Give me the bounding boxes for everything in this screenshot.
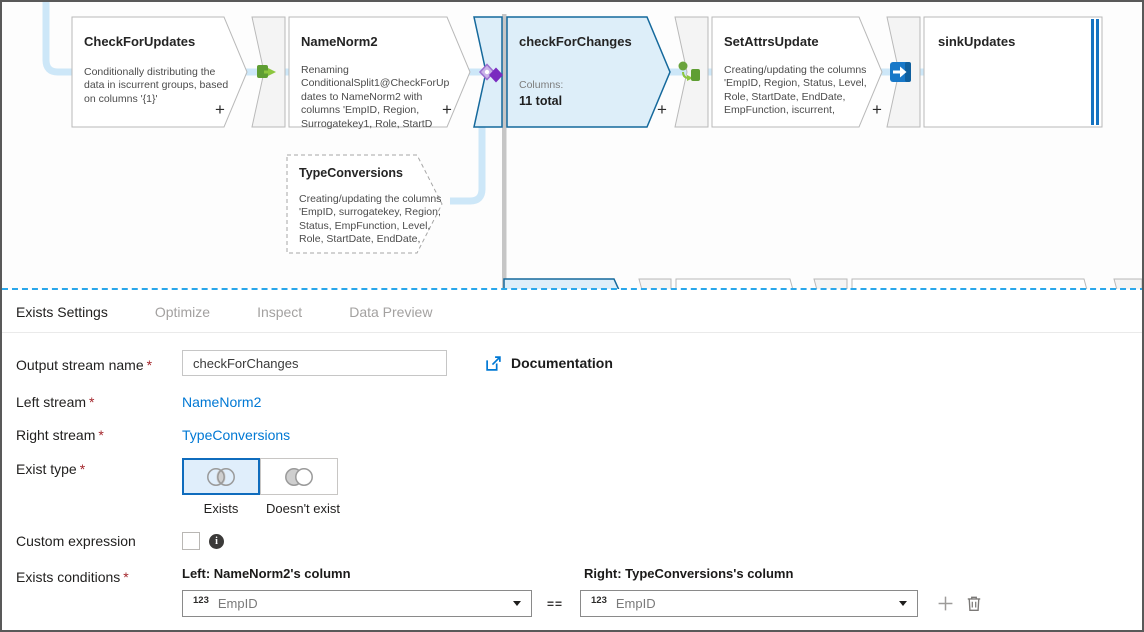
- dataflow-canvas[interactable]: CheckForUpdates Conditionally distributi…: [2, 2, 1142, 289]
- custom-expression-label: Custom expression: [16, 533, 136, 549]
- plus-icon: [938, 596, 953, 611]
- trash-icon: [967, 596, 981, 611]
- right-column-value: EmpID: [615, 596, 656, 611]
- numeric-type-badge: 123: [193, 595, 209, 606]
- node-setattrsupdate-shape[interactable]: [711, 16, 883, 128]
- left-column-header: Left: NameNorm2's column: [182, 566, 351, 581]
- select-transformation-icon: [257, 65, 276, 78]
- add-condition-button[interactable]: [937, 595, 954, 612]
- sink-end-bar: [1096, 19, 1099, 125]
- required-marker: *: [79, 461, 86, 477]
- exists-option-label: Exists: [203, 501, 239, 516]
- partial-node[interactable]: [675, 278, 794, 289]
- add-transformation-button[interactable]: +: [215, 100, 225, 119]
- exist-type-option-labels: Exists Doesn't exist: [182, 501, 346, 516]
- chevron-down-icon: [513, 601, 521, 606]
- settings-form: Output stream name* Documentation Left s…: [2, 333, 1142, 617]
- venn-intersection-icon: [207, 467, 235, 486]
- exist-type-label: Exist type*: [16, 461, 86, 477]
- graph-shapes: [42, 2, 1142, 289]
- sink-transformation-icon: [890, 62, 911, 82]
- left-column-dropdown[interactable]: 123 EmpID: [182, 590, 532, 617]
- tab-exists-settings[interactable]: Exists Settings: [16, 303, 108, 320]
- exists-transformation-icon: [478, 63, 503, 83]
- left-stream-label: Left stream*: [16, 394, 95, 410]
- sink-end-bar: [1091, 19, 1094, 125]
- node-namenorm2-shape[interactable]: [288, 16, 471, 128]
- info-icon[interactable]: i: [209, 533, 224, 549]
- tab-data-preview[interactable]: Data Preview: [349, 303, 433, 320]
- connector-typeconversions-stream: [450, 124, 486, 205]
- settings-panel: Exists Settings Optimize Inspect Data Pr…: [2, 291, 1142, 630]
- documentation-label: Documentation: [511, 355, 613, 371]
- partial-icon-tile[interactable]: [813, 278, 848, 289]
- chevron-down-icon: [899, 601, 908, 606]
- left-column-value: EmpID: [217, 596, 258, 611]
- partial-icon-tile[interactable]: [638, 278, 672, 289]
- condition-row: 123 EmpID == 123 EmpID: [182, 590, 982, 617]
- left-stream-link[interactable]: NameNorm2: [182, 394, 262, 410]
- doesnt-exist-option-button[interactable]: [260, 458, 338, 495]
- required-marker: *: [98, 427, 104, 443]
- external-link-icon: [486, 355, 501, 371]
- node-checkforchanges-shape[interactable]: [506, 16, 671, 128]
- venn-left-only-icon: [285, 467, 313, 486]
- condition-headers: Left: NameNorm2's column Right: TypeConv…: [182, 566, 982, 581]
- required-marker: *: [146, 356, 153, 373]
- documentation-link[interactable]: Documentation: [485, 355, 613, 372]
- partial-node-selected[interactable]: [503, 278, 620, 289]
- tab-optimize[interactable]: Optimize: [154, 303, 211, 320]
- node-checkforupdates-shape[interactable]: [71, 16, 248, 128]
- partial-icon-tile[interactable]: [1113, 278, 1142, 289]
- exists-option-button[interactable]: [182, 458, 260, 495]
- output-stream-name-input[interactable]: [182, 350, 447, 376]
- custom-expression-checkbox[interactable]: [182, 532, 200, 550]
- equality-operator: ==: [547, 596, 564, 611]
- connector-main-stream: [42, 2, 932, 76]
- exists-conditions-label: Exists conditions*: [16, 569, 129, 585]
- exist-type-toggle: [182, 458, 346, 495]
- vertical-guide-line: [502, 14, 507, 288]
- panel-tabs: Exists Settings Optimize Inspect Data Pr…: [2, 291, 1142, 333]
- add-transformation-button[interactable]: +: [657, 100, 667, 119]
- numeric-type-badge: 123: [591, 595, 607, 606]
- derived-column-transformation-icon: [678, 61, 700, 81]
- doesnt-exist-option-label: Doesn't exist: [265, 501, 340, 516]
- add-transformation-button[interactable]: +: [442, 100, 452, 119]
- node-sinkupdates-shape[interactable]: [923, 16, 1103, 128]
- tab-inspect[interactable]: Inspect: [257, 303, 303, 320]
- right-stream-link[interactable]: TypeConversions: [182, 427, 291, 443]
- exists-conditions-editor: Left: NameNorm2's column Right: TypeConv…: [182, 566, 982, 617]
- right-column-header: Right: TypeConversions's column: [584, 566, 794, 581]
- right-column-dropdown[interactable]: 123 EmpID: [580, 590, 919, 617]
- add-transformation-button[interactable]: +: [872, 100, 882, 119]
- required-marker: *: [123, 569, 129, 585]
- delete-condition-button[interactable]: [966, 595, 982, 612]
- node-typeconversions-shape[interactable]: [286, 154, 443, 254]
- panel-splitter[interactable]: [2, 288, 1142, 290]
- output-stream-name-label: Output stream name*: [16, 356, 153, 373]
- right-stream-label: Right stream*: [16, 427, 104, 443]
- required-marker: *: [89, 394, 95, 410]
- partial-node[interactable]: [851, 278, 1088, 289]
